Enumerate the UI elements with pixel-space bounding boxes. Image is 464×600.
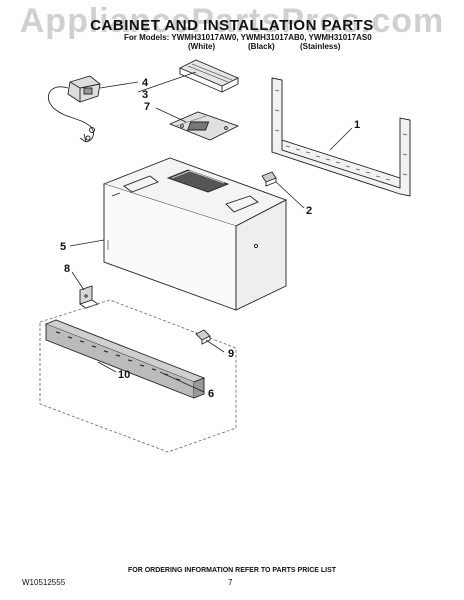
callout-3: 3 <box>142 89 148 101</box>
watermark: AppliancePartsPros.com <box>19 2 445 40</box>
callout-9: 9 <box>228 348 234 360</box>
model-list: For Models: YWMH31017AW0, YWMH31017AB0, … <box>124 33 372 42</box>
callout-6: 6 <box>208 388 214 400</box>
variant-black: (Black) <box>248 42 275 51</box>
callout-5: 5 <box>60 241 66 253</box>
part-power-cord <box>47 75 101 143</box>
callout-7: 7 <box>144 101 150 113</box>
part-control-plate <box>168 111 240 141</box>
callout-8: 8 <box>64 263 70 275</box>
callout-2: 2 <box>306 205 312 217</box>
part-mounting-plate <box>271 77 411 197</box>
part-clip-9 <box>195 329 211 345</box>
part-top-bracket <box>178 59 240 93</box>
part-bracket-8 <box>79 285 100 309</box>
callout-4: 4 <box>142 77 149 89</box>
callout-10: 10 <box>118 369 130 381</box>
document-number: W10512555 <box>22 578 66 587</box>
part-cabinet <box>102 157 288 311</box>
ordering-note: FOR ORDERING INFORMATION REFER TO PARTS … <box>127 567 337 574</box>
variant-white: (White) <box>188 42 216 51</box>
page-title: CABINET AND INSTALLATION PARTS <box>90 17 374 34</box>
page-number: 7 <box>228 578 233 587</box>
callout-1: 1 <box>354 119 360 131</box>
leader-lines <box>69 71 353 393</box>
variant-stainless: (Stainless) <box>300 42 341 51</box>
part-vent-grille <box>44 319 206 399</box>
part-clip-2 <box>261 171 277 187</box>
